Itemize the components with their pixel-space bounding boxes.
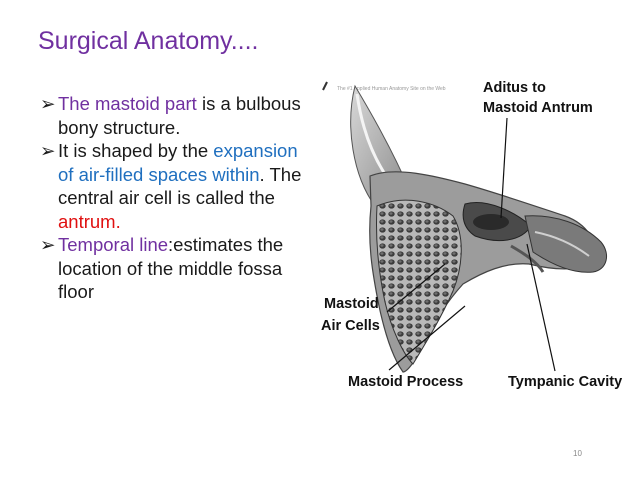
bullet-highlight-air-spaces: expansion of air-filled spaces within [58,140,298,185]
label-aditus-line2: Mastoid Antrum [483,100,593,116]
bullet-text: . The central air cell is called the [58,163,302,209]
page-number: 10 [573,449,582,458]
bullet-highlight-temporal-line: Temporal line [58,234,169,255]
bullet-highlight-antrum: antrum. [58,210,121,232]
bullet-text: It is shaped by the [58,140,214,161]
bullet-list: ➢The mastoid part is a bulbous bony stru… [40,92,315,304]
label-air-cells-line2: Air Cells [321,318,380,334]
bullet-item-temporal-line: ➢Temporal line:estimates the location of… [40,233,315,304]
leader-line-cavity [526,243,556,372]
arrow-bullet-icon: ➢ [40,93,56,114]
label-tympanic-cavity: Tympanic Cavity [508,374,622,390]
mastoid-anatomy-figure: The #1 Applied Human Anatomy Site on the… [315,66,638,406]
figure-source-caption: The #1 Applied Human Anatomy Site on the… [337,86,446,92]
petrous-extension [524,215,608,273]
bullet-text: :estimates the location of the middle fo… [58,234,284,302]
bullet-item-mastoid-part: ➢The mastoid part is a bulbous bony stru… [40,92,315,139]
bullet-highlight-mastoid-part: The mastoid part [58,93,197,114]
arrow-bullet-icon: ➢ [40,234,56,255]
bullet-item-air-spaces: ➢ It is shaped by the expansion of air-f… [40,139,315,233]
arrow-bullet-icon: ➢ [40,140,56,161]
leader-line-air-cells [386,263,446,313]
label-air-cells-line1: Mastoid [324,296,379,312]
label-aditus-line1: Aditus to [483,80,546,96]
slide-title: Surgical Anatomy.... [38,27,259,55]
figure-mark [322,81,328,91]
mastoid-air-cells-region [375,199,462,365]
leader-line-aditus [500,117,508,219]
bullet-text: is a bulbous bony structure. [58,93,301,138]
leader-line-process [388,305,466,371]
label-mastoid-process: Mastoid Process [348,374,463,390]
temporal-bone-illustration: The #1 Applied Human Anatomy Site on the… [321,80,622,390]
